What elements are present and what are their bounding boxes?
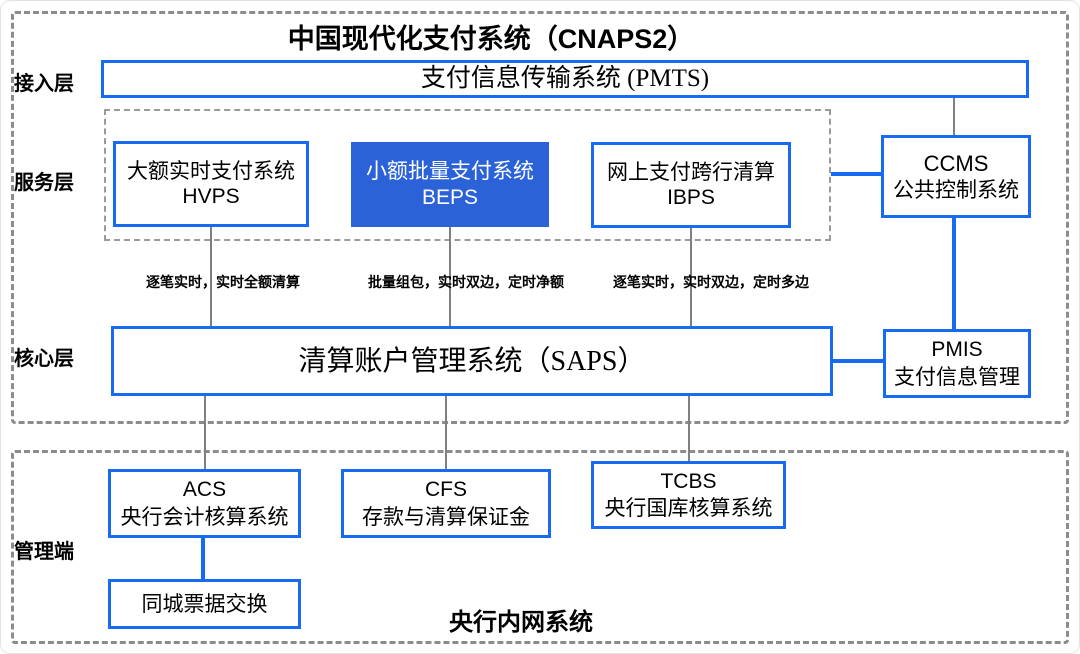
saps-label: 清算账户管理系统（SAPS） (298, 345, 646, 377)
pmis-name: 支付信息管理 (894, 364, 1020, 389)
tcbs-name: 央行国库核算系统 (604, 496, 773, 520)
access-layer-label: 接入层 (14, 73, 74, 95)
ibps-name: 网上支付跨行清算 (607, 159, 775, 184)
hvps-acronym: HVPS (182, 185, 240, 208)
tcbs-acronym: TCBS (660, 469, 717, 493)
core-layer-label: 核心层 (14, 348, 74, 370)
acs-box: ACS 央行会计核算系统 (108, 469, 301, 538)
payment-system-dashed-container (11, 11, 1069, 424)
pmis-box: PMIS 支付信息管理 (883, 329, 1031, 398)
hvps-box: 大额实时支付系统 HVPS (113, 141, 309, 227)
ibps-settlement-note: 逐笔实时，实时双边，定时多边 (613, 274, 809, 290)
pmis-acronym: PMIS (931, 338, 983, 362)
saps-box: 清算账户管理系统（SAPS） (111, 326, 833, 396)
beps-name: 小额批量支付系统 (366, 159, 534, 184)
ibps-acronym: IBPS (667, 186, 715, 209)
acs-acronym: ACS (182, 478, 227, 502)
cfs-name: 存款与清算保证金 (362, 504, 530, 529)
service-layer-label: 服务层 (14, 172, 74, 194)
connector-pmts-ccms (953, 98, 955, 135)
connector-ccms-pmis (952, 218, 956, 329)
diagram-title: 中国现代化支付系统（CNAPS2） (287, 24, 695, 54)
beps-box: 小额批量支付系统 BEPS (351, 142, 549, 227)
intranet-system-label: 央行内网系统 (449, 609, 593, 636)
central-bank-intranet-dashed-container (11, 450, 1069, 644)
connector-saps-tcbs (688, 396, 690, 461)
ccms-name: 公共控制系统 (893, 178, 1019, 203)
connector-ibps-saps (690, 228, 692, 326)
local-clearing-label: 同城票据交换 (141, 591, 268, 616)
beps-acronym: BEPS (421, 185, 479, 209)
connector-servicelayer-ccms (831, 172, 881, 176)
connector-acs-localclearing (201, 538, 205, 579)
ccms-box: CCMS 公共控制系统 (881, 135, 1031, 218)
hvps-settlement-note: 逐笔实时，实时全额清算 (146, 274, 300, 290)
hvps-name: 大额实时支付系统 (127, 158, 295, 183)
beps-settlement-note: 批量组包，实时双边，定时净额 (368, 274, 564, 290)
acs-name: 央行会计核算系统 (120, 504, 289, 529)
connector-hvps-saps (210, 227, 212, 326)
local-clearing-box: 同城票据交换 (108, 579, 301, 629)
pmts-label: 支付信息传输系统 (PMTS) (420, 65, 710, 93)
ccms-acronym: CCMS (923, 150, 989, 176)
connector-saps-cfs (445, 396, 447, 469)
service-layer-dashed-container (104, 109, 831, 241)
management-side-label: 管理端 (14, 541, 74, 563)
cfs-acronym: CFS (425, 478, 467, 502)
connector-saps-pmis (833, 359, 883, 363)
connector-saps-acs (204, 396, 206, 469)
ibps-box: 网上支付跨行清算 IBPS (591, 142, 791, 228)
tcbs-box: TCBS 央行国库核算系统 (591, 461, 786, 529)
cfs-box: CFS 存款与清算保证金 (341, 469, 551, 538)
connector-beps-saps (449, 227, 451, 326)
pmts-box: 支付信息传输系统 (PMTS) (101, 60, 1029, 98)
